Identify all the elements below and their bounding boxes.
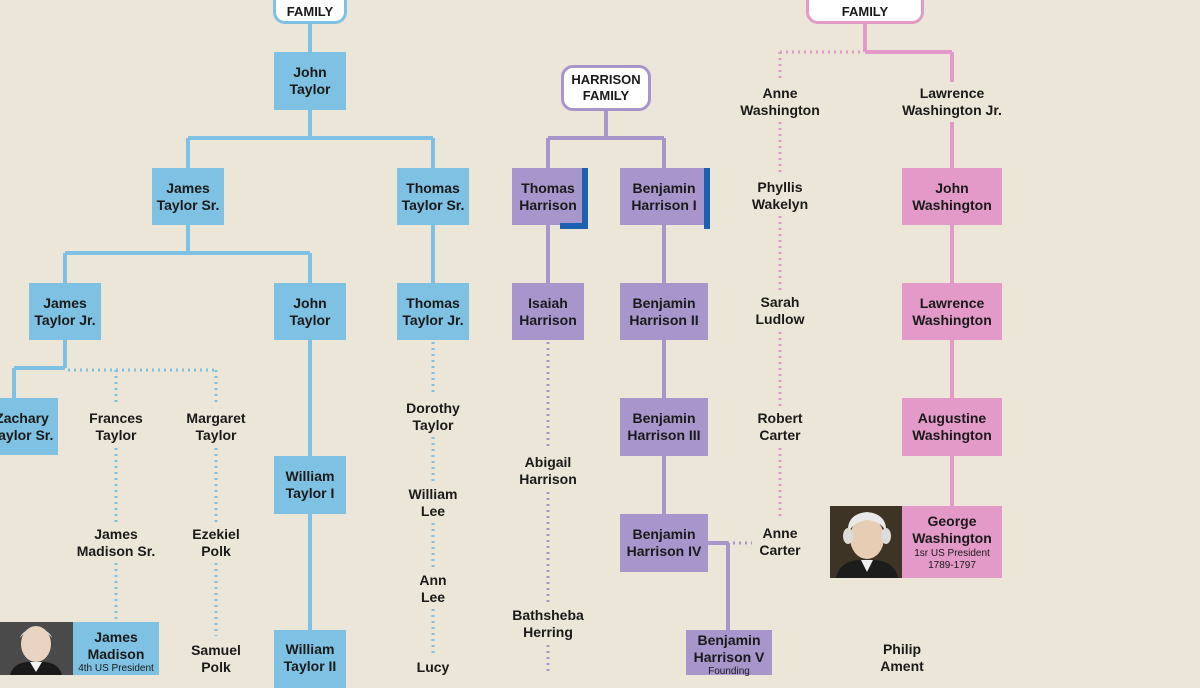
- person-lawrence-washington[interactable]: Lawrence Washington: [902, 283, 1002, 340]
- person-anne-carter[interactable]: Anne Carter: [740, 521, 820, 563]
- person-name: John Taylor: [289, 294, 331, 328]
- person-name: Samuel Polk: [191, 641, 241, 675]
- person-james-madison-sr[interactable]: James Madison Sr.: [66, 522, 166, 563]
- harrison-family-label: HARRISON FAMILY: [561, 65, 651, 111]
- person-bathsheba-herring[interactable]: Bathsheba Herring: [498, 603, 598, 645]
- person-george-washington[interactable]: George Washington 1sr US President 1789-…: [902, 506, 1002, 578]
- person-name: Thomas Taylor Jr.: [402, 294, 464, 328]
- person-name: Abigail Harrison: [519, 454, 577, 487]
- person-name: Thomas Taylor Sr.: [401, 179, 465, 213]
- person-ezekiel-polk[interactable]: Ezekiel Polk: [176, 522, 256, 563]
- person-name: Thomas Harrison: [519, 179, 577, 213]
- person-name: William Taylor II: [283, 641, 337, 674]
- person-name: Robert Carter: [757, 410, 803, 443]
- highlight-bracket: [560, 223, 588, 229]
- person-ann-lee[interactable]: Ann Lee: [393, 568, 473, 609]
- person-john-taylor-2[interactable]: John Taylor: [274, 283, 346, 340]
- person-subtitle: 1sr US President 1789-1797: [914, 547, 990, 571]
- person-isaiah-harrison[interactable]: Isaiah Harrison: [512, 283, 584, 340]
- highlight-bracket: [582, 168, 588, 229]
- person-name: James Taylor Sr.: [156, 179, 220, 213]
- person-robert-carter[interactable]: Robert Carter: [740, 406, 820, 448]
- person-lucy[interactable]: Lucy: [393, 656, 473, 678]
- person-benjamin-harrison-ii[interactable]: Benjamin Harrison II: [620, 283, 708, 340]
- person-margaret-taylor[interactable]: Margaret Taylor: [176, 405, 256, 448]
- family-label-text: HARRISON FAMILY: [571, 72, 641, 103]
- person-name: Zachary Taylor Sr.: [0, 409, 54, 443]
- person-name: Lucy: [416, 658, 450, 675]
- george-washington-portrait: [830, 506, 902, 578]
- person-sarah-ludlow[interactable]: Sarah Ludlow: [740, 290, 820, 332]
- person-name: James Madison: [87, 629, 145, 662]
- person-thomas-harrison[interactable]: Thomas Harrison: [512, 168, 584, 225]
- person-anne-washington[interactable]: Anne Washington: [730, 82, 830, 122]
- person-name: William Taylor I: [285, 468, 335, 501]
- person-frances-taylor[interactable]: Frances Taylor: [76, 405, 156, 448]
- person-name: Ann Lee: [419, 571, 447, 605]
- taylor-family-label: FAMILY: [273, 0, 347, 24]
- person-james-taylor-sr[interactable]: James Taylor Sr.: [152, 168, 224, 225]
- highlight-bracket: [704, 168, 710, 229]
- person-name: John Washington: [912, 179, 992, 213]
- person-name: Ezekiel Polk: [192, 525, 240, 559]
- person-william-lee[interactable]: William Lee: [393, 482, 473, 523]
- person-name: Benjamin Harrison II: [629, 294, 699, 328]
- person-phyllis-wakelyn[interactable]: Phyllis Wakelyn: [740, 175, 820, 216]
- person-john-washington[interactable]: John Washington: [902, 168, 1002, 225]
- person-name: Dorothy Taylor: [406, 399, 460, 433]
- person-name: Benjamin Harrison III: [627, 410, 701, 443]
- person-name: Lawrence Washington Jr.: [902, 85, 1002, 118]
- person-name: Benjamin Harrison IV: [626, 526, 702, 559]
- person-benjamin-harrison-v[interactable]: Benjamin Harrison V Founding: [686, 630, 772, 677]
- person-name: Lawrence Washington: [912, 294, 992, 328]
- family-label-text: FAMILY: [841, 4, 889, 19]
- washington-family-label: FAMILY: [806, 0, 924, 24]
- person-name: Philip Ament: [880, 641, 924, 674]
- person-name: Augustine Washington: [912, 410, 992, 443]
- person-name: Sarah Ludlow: [755, 294, 805, 327]
- person-samuel-polk[interactable]: Samuel Polk: [176, 638, 256, 679]
- person-subtitle: Founding: [708, 666, 750, 677]
- person-name: Phyllis Wakelyn: [751, 178, 809, 212]
- person-augustine-washington[interactable]: Augustine Washington: [902, 398, 1002, 456]
- person-william-taylor-ii[interactable]: William Taylor II: [274, 630, 346, 688]
- person-thomas-taylor-sr[interactable]: Thomas Taylor Sr.: [397, 168, 469, 225]
- person-subtitle: 4th US President: [78, 663, 154, 674]
- person-abigail-harrison[interactable]: Abigail Harrison: [503, 450, 593, 492]
- person-name: Bathsheba Herring: [512, 607, 584, 640]
- person-name: Margaret Taylor: [186, 409, 246, 443]
- person-lawrence-washington-jr[interactable]: Lawrence Washington Jr.: [892, 82, 1012, 122]
- person-name: Anne Washington: [740, 85, 820, 118]
- person-thomas-taylor-jr[interactable]: Thomas Taylor Jr.: [397, 283, 469, 340]
- person-benjamin-harrison-iii[interactable]: Benjamin Harrison III: [620, 398, 708, 456]
- person-name: William Lee: [408, 485, 458, 519]
- person-john-taylor[interactable]: John Taylor: [274, 52, 346, 110]
- family-label-text: FAMILY: [286, 4, 334, 19]
- person-name: John Taylor: [289, 64, 331, 97]
- person-name: Isaiah Harrison: [519, 294, 577, 328]
- person-james-madison[interactable]: James Madison 4th US President: [73, 622, 159, 675]
- person-philip-ament[interactable]: Philip Ament: [862, 638, 942, 678]
- person-name: James Madison Sr.: [76, 525, 156, 559]
- person-benjamin-harrison-i[interactable]: Benjamin Harrison I: [620, 168, 708, 225]
- person-benjamin-harrison-iv[interactable]: Benjamin Harrison IV: [620, 514, 708, 572]
- person-name: Benjamin Harrison V: [693, 632, 765, 665]
- person-james-taylor-jr[interactable]: James Taylor Jr.: [29, 283, 101, 340]
- person-name: Frances Taylor: [89, 409, 143, 443]
- person-name: Anne Carter: [759, 525, 801, 558]
- person-zachary-taylor-sr[interactable]: Zachary Taylor Sr.: [0, 398, 58, 455]
- person-name: George Washington: [912, 512, 992, 546]
- james-madison-portrait: [0, 622, 73, 675]
- person-dorothy-taylor[interactable]: Dorothy Taylor: [393, 396, 473, 437]
- person-william-taylor-i[interactable]: William Taylor I: [274, 456, 346, 514]
- person-name: Benjamin Harrison I: [631, 179, 697, 213]
- person-name: James Taylor Jr.: [34, 294, 96, 328]
